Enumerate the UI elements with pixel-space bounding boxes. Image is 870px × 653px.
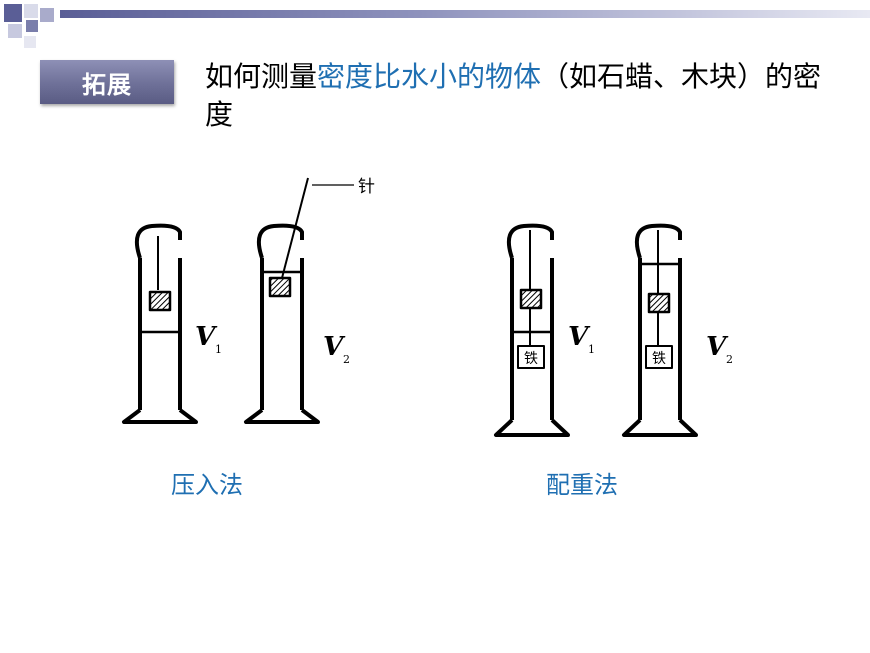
title-part1: 如何测量 <box>205 60 318 93</box>
cylinder-press-v2 <box>244 177 320 424</box>
v1-label-a: V <box>195 322 218 352</box>
decorative-squares <box>4 4 54 48</box>
v2-label-a: V <box>323 332 346 362</box>
v1-label-b: V <box>568 322 591 352</box>
v2-label-b: V <box>706 332 729 362</box>
header-bar <box>60 10 870 18</box>
v1-sub-b: 1 <box>588 343 595 356</box>
cylinder-sinker-v2 <box>622 223 698 437</box>
iron-label-b: 铁 <box>652 351 666 367</box>
title-highlight: 密度比水小的物体 <box>317 60 542 93</box>
experiment-figures: V 1 针 V 2 铁 V 1 铁 V 2 <box>122 177 733 437</box>
needle-label: 针 <box>358 177 375 197</box>
v2-sub-a: 2 <box>343 353 350 366</box>
slide-title: 如何测量密度比水小的物体（如石蜡、木块）的密度 <box>205 58 835 134</box>
cylinder-sinker-v1 <box>494 223 570 437</box>
cylinder-press-v1 <box>122 223 198 424</box>
section-badge: 拓展 <box>40 60 174 104</box>
caption-sinker-method: 配重法 <box>546 471 618 499</box>
title-part2: （如石蜡、木块）的密度 <box>205 60 822 131</box>
v2-sub-b: 2 <box>726 353 733 366</box>
caption-press-method: 压入法 <box>171 471 243 499</box>
badge-label: 拓展 <box>82 70 132 99</box>
iron-label-a: 铁 <box>524 351 538 367</box>
v1-sub-a: 1 <box>215 343 222 356</box>
